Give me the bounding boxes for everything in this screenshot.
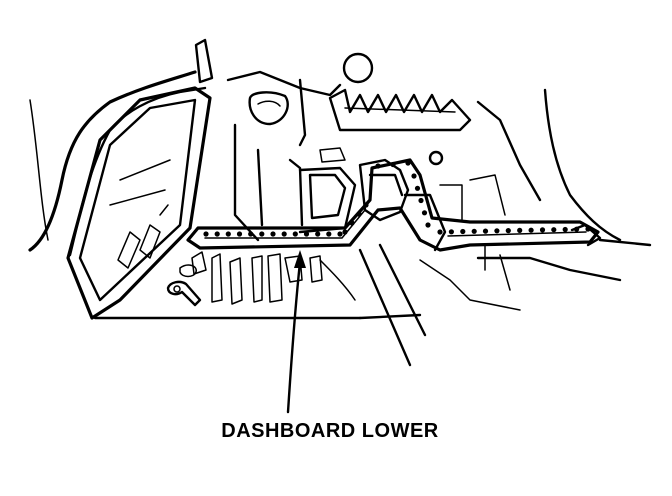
weld-spot — [574, 226, 580, 232]
weld-spot — [414, 185, 421, 191]
weld-spot — [471, 228, 477, 234]
weld-spot — [425, 222, 431, 228]
weld-spot — [448, 229, 454, 235]
weld-spot-markers — [203, 160, 591, 237]
firewall-upper — [226, 52, 622, 242]
weld-spot — [337, 231, 343, 237]
weld-spot — [421, 210, 428, 216]
weld-spot — [585, 226, 591, 232]
weld-spot — [482, 228, 489, 234]
weld-spot — [390, 161, 396, 168]
weld-spot — [292, 231, 298, 237]
weld-spot — [236, 231, 243, 237]
weld-spot — [248, 231, 254, 237]
weld-spot — [418, 197, 424, 204]
weld-spot — [342, 229, 348, 235]
weld-spot — [505, 228, 511, 234]
weld-spot — [349, 220, 355, 226]
weld-spot — [517, 227, 523, 233]
weld-spot — [411, 173, 417, 179]
callout-label: DASHBOARD LOWER — [221, 420, 439, 442]
weld-spot — [356, 211, 362, 217]
weld-spot — [494, 228, 500, 234]
weld-spot — [405, 160, 411, 166]
weld-spot — [214, 231, 220, 237]
weld-spot — [303, 231, 310, 237]
weld-spot — [281, 231, 287, 237]
weld-spot — [326, 231, 332, 237]
weld-spot — [562, 226, 568, 233]
callout-arrow — [286, 250, 306, 414]
floor-pan-lower — [93, 238, 652, 367]
weld-spot — [460, 228, 466, 235]
weld-spot — [225, 231, 231, 237]
weld-spot — [551, 227, 557, 233]
left-side-panel — [28, 38, 214, 320]
weld-spot — [528, 227, 534, 233]
weld-spot — [363, 202, 369, 208]
weld-spot — [315, 231, 321, 237]
dashboard-lower-panel — [186, 158, 602, 252]
weld-spot — [375, 163, 381, 169]
weld-spot — [270, 231, 276, 237]
weld-spot — [259, 231, 265, 237]
weld-spot — [437, 229, 443, 235]
weld-spot — [539, 227, 546, 233]
weld-spot — [203, 231, 209, 237]
